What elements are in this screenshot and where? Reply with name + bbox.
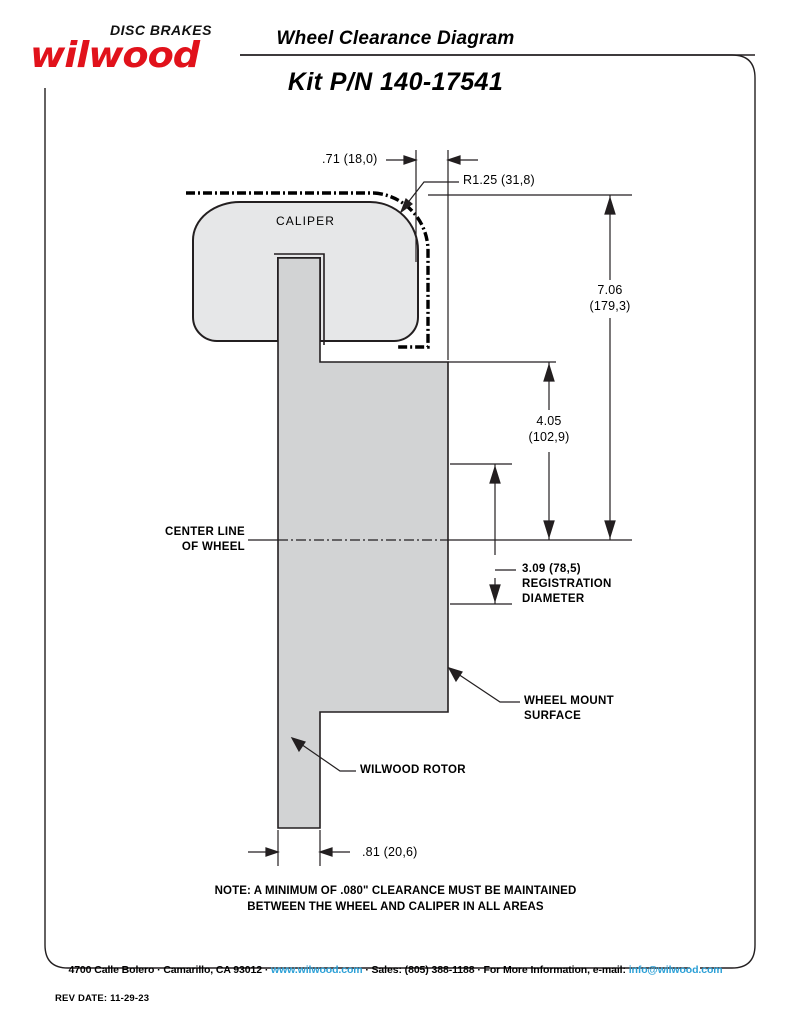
caliper-label: CALIPER bbox=[275, 214, 336, 228]
clearance-note-line2: BETWEEN THE WHEEL AND CALIPER IN ALL ARE… bbox=[247, 900, 544, 913]
kit-part-number: Kit P/N 140-17541 bbox=[287, 68, 504, 96]
callout-wheel-mount-line1: WHEEL MOUNT bbox=[524, 695, 614, 707]
page-title: Wheel Clearance Diagram bbox=[276, 28, 515, 49]
footer-website-link[interactable]: www.wilwood.com bbox=[271, 964, 363, 976]
dimension-label-registration-line3: DIAMETER bbox=[522, 593, 585, 605]
footer-email-link[interactable]: info@wilwood.com bbox=[628, 964, 723, 976]
dimension-offset-top bbox=[386, 150, 478, 360]
callout-center-line-line2: OF WHEEL bbox=[181, 541, 245, 553]
wilwood-rotor-part bbox=[277, 257, 449, 829]
dimension-label-mid-height-metric: (102,9) bbox=[528, 430, 570, 444]
leader-radius bbox=[399, 181, 459, 214]
wilwood-logo: DISC BRAKES wilwood bbox=[30, 22, 240, 76]
callout-wilwood-rotor: WILWOOD ROTOR bbox=[360, 764, 466, 776]
dimension-label-radius: R1.25 (31,8) bbox=[463, 173, 535, 187]
clearance-note: NOTE: A MINIMUM OF .080" CLEARANCE MUST … bbox=[0, 884, 791, 915]
revision-date: REV DATE: 11-29-23 bbox=[55, 993, 150, 1004]
dimension-label-overall-height-metric: (179,3) bbox=[589, 299, 631, 313]
dimension-overall-height bbox=[428, 194, 632, 540]
dimension-mid-height bbox=[448, 361, 556, 540]
footer-contact: 4700 Calle Bolero · Camarillo, CA 93012 … bbox=[0, 964, 791, 976]
dimension-label-registration-value: 3.09 (78,5) bbox=[522, 563, 581, 575]
leader-wilwood-rotor bbox=[290, 736, 356, 772]
footer-address: 4700 Calle Bolero · Camarillo, CA 93012 … bbox=[68, 964, 272, 976]
dimension-label-overall-height-value: 7.06 bbox=[597, 283, 623, 297]
callout-wheel-mount-line2: SURFACE bbox=[524, 710, 582, 722]
dimension-label-registration-line2: REGISTRATION bbox=[522, 578, 612, 590]
dimension-rotor-width bbox=[248, 830, 350, 866]
logo-disc-brakes-text: DISC BRAKES bbox=[110, 22, 212, 38]
clearance-note-line1: NOTE: A MINIMUM OF .080" CLEARANCE MUST … bbox=[214, 885, 577, 897]
dimension-registration-diameter bbox=[450, 463, 516, 605]
callout-center-line-line1: CENTER LINE bbox=[165, 526, 245, 538]
logo-wilwood-wordmark: wilwood bbox=[30, 35, 200, 76]
leader-wheel-mount-surface bbox=[447, 666, 520, 703]
caliper-body bbox=[192, 201, 419, 345]
dimension-label-rotor-width: .81 (20,6) bbox=[362, 845, 418, 859]
page-border bbox=[44, 54, 756, 969]
dimension-label-mid-height-value: 4.05 bbox=[536, 414, 562, 428]
clearance-envelope bbox=[186, 191, 430, 349]
footer-middle-text: · Sales: (805) 388-1188 · For More Infor… bbox=[362, 964, 629, 976]
dimension-label-offset-top: .71 (18,0) bbox=[322, 152, 378, 166]
